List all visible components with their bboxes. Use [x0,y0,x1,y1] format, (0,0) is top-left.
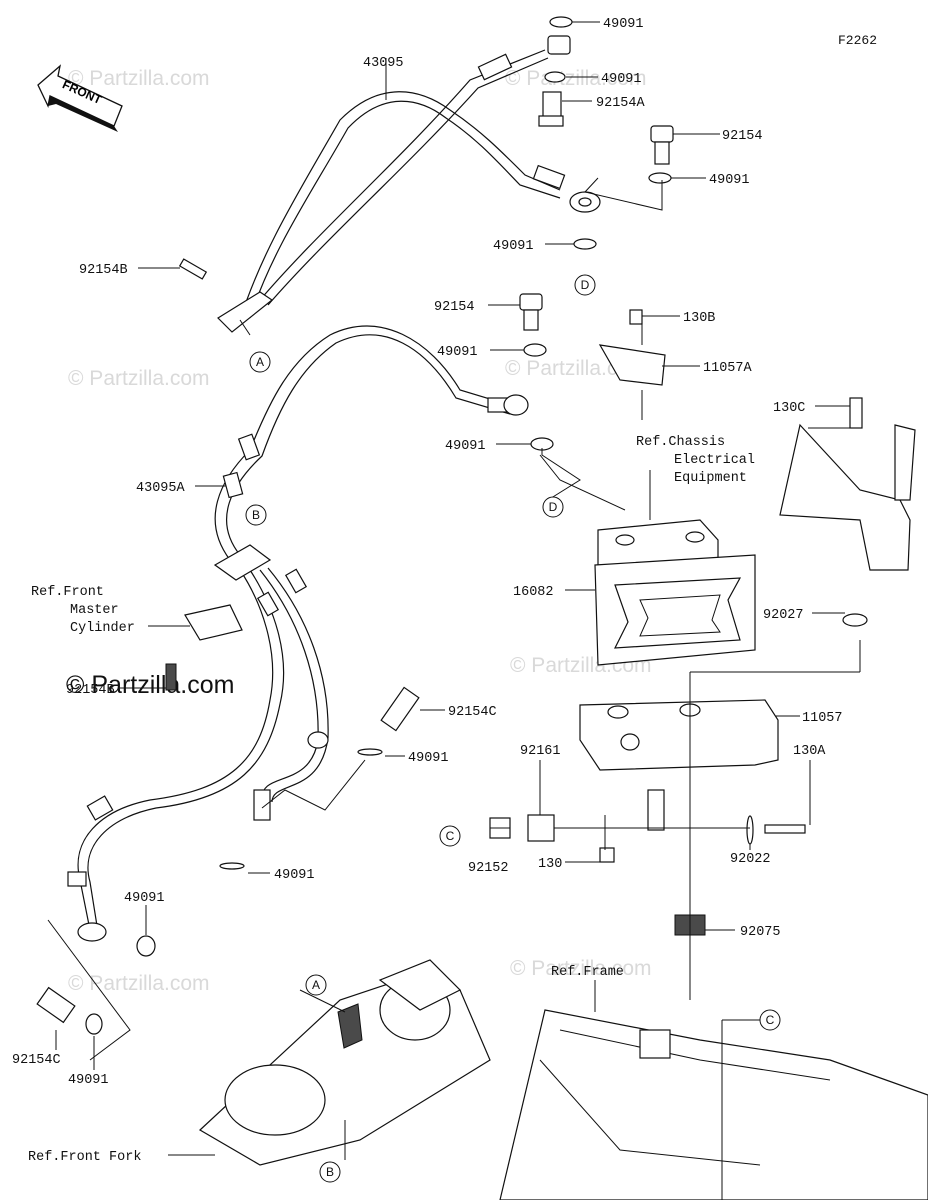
part-label: 92154 [434,300,475,315]
ref-label: Cylinder [70,621,135,636]
watermark: © Partzilla.com [68,67,210,90]
callout-c-right-label: C [766,1013,775,1027]
callout-b-bottom [319,1161,341,1183]
leader-lines [47,21,861,1200]
part-label: 16082 [513,585,554,600]
front-fork-bracket [198,959,491,1166]
part-label: 49091 [603,17,644,32]
part-label: 49091 [68,1073,109,1088]
callout-b-top [245,504,267,526]
part-label: 43095A [136,481,186,496]
brake-hose-43095A [67,325,529,942]
part-label: 43095 [363,56,404,71]
part-label: 92154 [722,129,763,144]
upper-fittings [178,16,674,280]
ref-label: Ref.Chassis [636,435,725,450]
part-label: 92154B [79,263,128,278]
abs-unit-16082 [594,519,756,666]
bracket-11057A [598,309,666,386]
watermark: © Partzilla.com [68,972,210,995]
part-label: 49091 [124,891,165,906]
ref-label: Ref.Front [31,585,104,600]
callout-d-top [574,274,596,296]
part-label: 92075 [740,925,781,940]
callout-c-left-label: C [446,829,455,843]
part-label: 92152 [468,861,509,876]
part-label: 49091 [601,72,642,87]
frame [499,1009,928,1200]
ref-label: Equipment [674,471,747,486]
callout-d-mid-label: D [549,500,558,514]
part-label: 11057 [802,711,843,726]
part-label: 49091 [709,173,750,188]
bracket-130C [779,397,916,571]
part-label: 49091 [408,751,449,766]
part-label: 92154A [596,96,646,111]
part-label: 92154B [66,683,115,698]
part-label: 11057A [703,361,753,376]
part-label: 130C [773,401,805,416]
callout-c-left [439,825,461,847]
ref-label: Master [70,603,119,618]
watermark: © Partzilla.com [68,367,210,390]
figure-code: F2262 [838,33,877,48]
part-label: 92027 [763,608,804,623]
callout-c-right [759,1009,781,1031]
ref-label: Ref.Frame [551,965,624,980]
part-label: 49091 [437,345,478,360]
part-label: 49091 [493,239,534,254]
watermark: © Partzilla.com [505,67,647,90]
callouts: D A B D C A C B [245,274,781,1183]
part-label: 49091 [445,439,486,454]
callout-a-bottom [305,974,327,996]
part-label: 92154C [12,1053,61,1068]
middle-fittings [36,293,554,1035]
watermark: © Partzilla.com [510,957,652,980]
brake-hose-43095 [217,35,601,333]
callout-a-bottom-label: A [312,978,320,992]
callout-d-mid [542,496,564,518]
ref-label: Ref.Front Fork [28,1150,141,1165]
callout-a-top-label: A [256,355,264,369]
part-label: 92161 [520,744,561,759]
callout-a-top [249,351,271,373]
watermark-bold: © Partzilla.com [66,671,234,699]
callout-b-bottom-label: B [326,1165,334,1179]
part-label: 130B [683,311,715,326]
part-label: 130 [538,857,562,872]
ref-label: Electrical [674,453,755,468]
part-label: 92154C [448,705,497,720]
part-label: 49091 [274,868,315,883]
part-labels: 49091 49091 92154A 92154 49091 43095 490… [12,17,843,1165]
callout-d-top-label: D [581,278,590,292]
part-label: 130A [793,744,826,759]
bracket-11057 [579,699,779,831]
part-label: 92022 [730,852,771,867]
callout-b-top-label: B [252,508,260,522]
watermarks: © Partzilla.com © Partzilla.com © Partzi… [66,67,652,995]
